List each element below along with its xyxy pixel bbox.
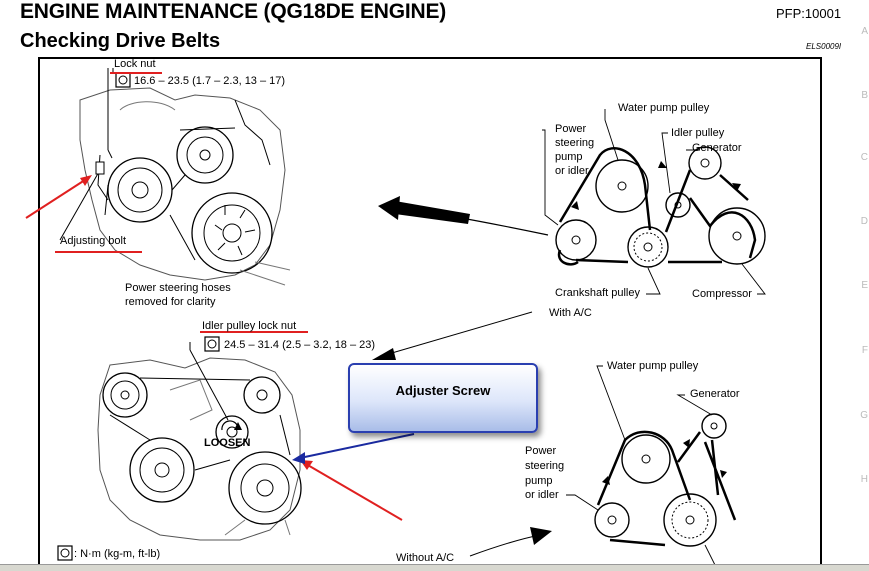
label-idler-torque: 24.5 – 31.4 (2.5 – 3.2, 18 – 23) — [224, 339, 376, 351]
side-letter: B — [861, 90, 868, 101]
label-idler-pulley: Idler pulley — [671, 127, 725, 139]
upper-belt-diagram — [555, 146, 766, 268]
upper-engine-sketch — [79, 87, 291, 286]
adjuster-screw-callout: Adjuster Screw — [348, 363, 538, 433]
label-idler-lock-nut: Idler pulley lock nut — [202, 320, 297, 332]
section-title: Checking Drive Belts — [20, 30, 221, 52]
callout-text: Adjuster Screw — [395, 383, 491, 398]
label-water-pump-pulley-lower: Water pump pulley — [607, 360, 699, 372]
side-letter: F — [861, 345, 868, 356]
label-power-steering-lower: pump — [525, 475, 553, 487]
label-adjusting-bolt: Adjusting bolt — [60, 235, 127, 247]
label-water-pump-pulley: Water pump pulley — [618, 102, 710, 114]
side-letter: C — [860, 152, 868, 163]
lower-engine-sketch — [97, 357, 302, 541]
label-generator: Generator — [692, 142, 742, 154]
page-title: ENGINE MAINTENANCE (QG18DE ENGINE) — [20, 0, 447, 23]
label-without-ac: Without A/C — [396, 552, 455, 564]
label-with-ac: With A/C — [549, 307, 592, 319]
side-letter: D — [860, 216, 868, 227]
label-lock-nut: Lock nut — [114, 58, 156, 70]
side-letter: G — [860, 410, 868, 421]
part-code: PFP:10001 — [776, 6, 842, 21]
label-compressor: Compressor — [692, 288, 752, 300]
note-hoses-1: Power steering hoses — [125, 282, 231, 294]
diagram-frame — [38, 57, 822, 570]
figure-id: ELS0009I — [806, 42, 842, 51]
label-generator-lower: Generator — [690, 388, 740, 400]
side-letter: E — [861, 280, 868, 291]
label-power-steering: steering — [555, 137, 595, 149]
lower-belt-diagram — [594, 413, 737, 547]
label-power-steering-lower: or idler — [525, 489, 559, 501]
label-loosen: LOOSEN — [204, 437, 251, 449]
label-power-steering-lower: Power — [525, 445, 557, 457]
label-power-steering: Power — [555, 123, 587, 135]
note-hoses-2: removed for clarity — [125, 296, 216, 308]
side-letter: H — [860, 474, 868, 485]
status-bar — [0, 564, 869, 571]
side-letter: A — [861, 26, 868, 37]
label-power-steering: or idler — [555, 165, 589, 177]
label-crankshaft-pulley: Crankshaft pulley — [555, 287, 640, 299]
label-power-steering: pump — [555, 151, 583, 163]
label-units: : N·m (kg-m, ft-lb) — [74, 548, 161, 560]
label-power-steering-lower: steering — [525, 460, 565, 472]
label-lock-nut-torque: 16.6 – 23.5 (1.7 – 2.3, 13 – 17) — [134, 75, 286, 87]
